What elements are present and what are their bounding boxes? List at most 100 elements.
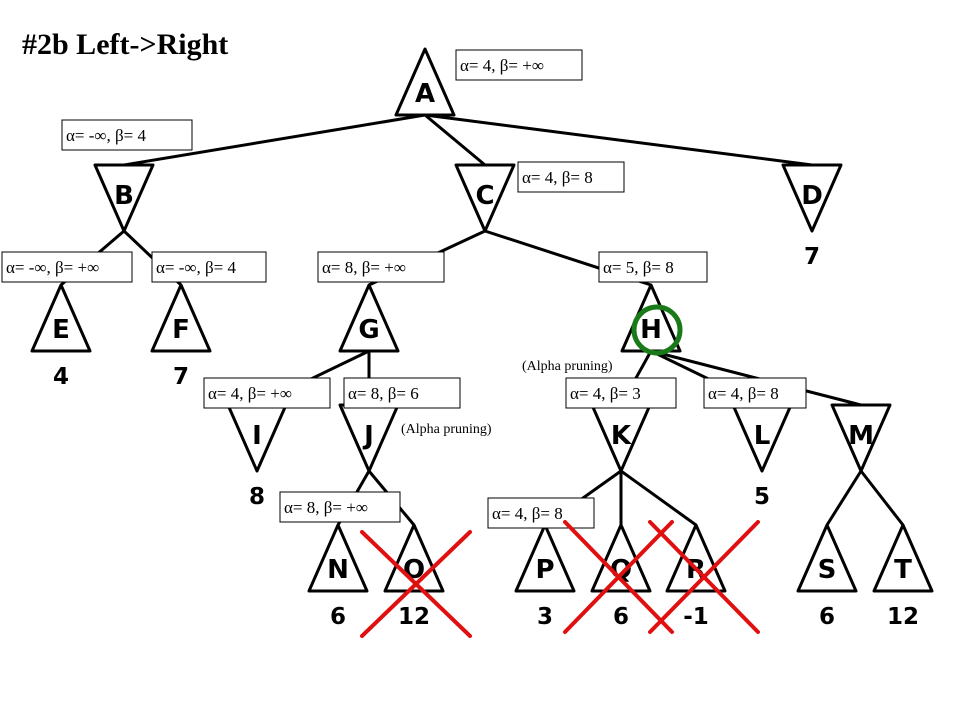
node-label: D: [801, 181, 823, 211]
leaf-value: 3: [537, 604, 553, 630]
ab-J-label: α= 8, β= 6: [343, 377, 461, 409]
label-text: α= 8, β= 6: [348, 384, 419, 403]
label-box: [317, 251, 445, 283]
label-box: [703, 377, 807, 409]
pruning-notes: (Alpha pruning)(Alpha pruning): [401, 359, 613, 437]
node-c: C: [454, 163, 516, 233]
edge-A-B: [123, 113, 426, 167]
edge-A-C: [424, 113, 486, 167]
leaf-value: 12: [887, 604, 919, 630]
leaf-value: 8: [249, 484, 265, 510]
leaf-value: 7: [804, 244, 820, 270]
label-text: α= 4, β= +∞: [460, 56, 544, 75]
node-label: L: [754, 421, 771, 451]
ab-H-label: α= 5, β= 8: [598, 251, 708, 283]
node-k: K: [590, 403, 652, 473]
ab-P-label: α= 4, β= 8: [487, 497, 595, 529]
leaf-value: 4: [53, 364, 69, 390]
leaf-value: 6: [330, 604, 346, 630]
label-box: [565, 377, 677, 409]
label-text: α= -∞, β= 4: [66, 126, 147, 145]
label-text: α= 8, β= +∞: [284, 498, 368, 517]
min-triangle: [93, 163, 155, 233]
node-label: A: [415, 79, 435, 109]
label-text: α= 4, β= +∞: [208, 384, 292, 403]
prune-cross-stroke: [648, 520, 760, 634]
label-text: α= 4, β= 3: [570, 384, 641, 403]
label-box: [455, 49, 583, 81]
edge-M-T: [859, 470, 905, 526]
leaf-value: 12: [398, 604, 430, 630]
label-box: [1, 251, 133, 283]
min-triangle: [781, 163, 843, 233]
ab-C-label: α= 4, β= 8: [517, 161, 625, 193]
label-box: [517, 161, 625, 193]
node-i: I8: [226, 403, 288, 510]
node-n: N6: [307, 523, 369, 630]
ab-A-label: α= 4, β= +∞: [455, 49, 583, 81]
label-box: [487, 497, 595, 529]
edge-A-D: [424, 113, 813, 167]
node-label: H: [640, 315, 662, 345]
ab-K-label: α= 4, β= 3: [565, 377, 677, 409]
prune-marks: [360, 520, 760, 638]
leaf-value: 5: [754, 484, 770, 510]
node-p: P3: [514, 523, 576, 630]
node-h: H: [620, 283, 682, 353]
label-text: α= -∞, β= 4: [156, 258, 237, 277]
node-label: S: [818, 555, 837, 585]
node-s: S6: [796, 523, 858, 630]
node-m: M: [830, 403, 892, 473]
node-g: G: [338, 283, 400, 353]
slide-title: #2b Left->Right: [22, 28, 229, 61]
label-text: α= 5, β= 8: [603, 258, 674, 277]
max-triangle: [150, 283, 212, 353]
node-b: B: [93, 163, 155, 233]
node-label: J: [362, 421, 374, 451]
node-label: G: [358, 315, 379, 345]
edge-K-R: [620, 469, 697, 527]
node-d: D7: [781, 163, 843, 270]
node-label: N: [327, 555, 349, 585]
ab-N-label: α= 8, β= +∞: [279, 491, 401, 523]
highlight-circle: [631, 304, 683, 356]
node-t: T 12: [872, 523, 934, 630]
label-text: α= -∞, β= +∞: [6, 258, 99, 277]
ab-E-label: α= -∞, β= +∞: [1, 251, 133, 283]
label-box: [151, 251, 267, 283]
label-text: α= 4, β= 8: [492, 504, 563, 523]
node-label: P: [535, 555, 554, 585]
node-e: E4: [30, 283, 92, 390]
node-label: I: [252, 421, 262, 451]
label-box: [279, 491, 401, 523]
node-label: K: [611, 421, 632, 451]
label-box: [343, 377, 461, 409]
max-triangle: [307, 523, 369, 593]
max-triangle: [872, 523, 934, 593]
min-triangle: [454, 163, 516, 233]
label-text: α= 4, β= 8: [522, 168, 593, 187]
leaf-value: 6: [613, 604, 629, 630]
node-l: L5: [731, 403, 793, 510]
ab-G-label: α= 8, β= +∞: [317, 251, 445, 283]
node-label: C: [475, 181, 494, 211]
label-box: [598, 251, 708, 283]
node-label: F: [172, 315, 190, 345]
prune-cross-stroke: [360, 530, 472, 638]
node-a: A: [394, 47, 456, 117]
min-triangle: [830, 403, 892, 473]
max-triangle: [796, 523, 858, 593]
max-triangle: [514, 523, 576, 593]
ab-F-label: α= -∞, β= 4: [151, 251, 267, 283]
node-label: T: [894, 555, 912, 585]
label-box: [203, 377, 331, 409]
label-text: α= 8, β= +∞: [322, 258, 406, 277]
ab-B-label: α= -∞, β= 4: [61, 119, 193, 151]
node-o: O12: [383, 523, 445, 630]
max-triangle: [665, 523, 727, 593]
node-label: M: [848, 421, 874, 451]
node-f: F7: [150, 283, 212, 390]
note-H: (Alpha pruning): [522, 359, 613, 374]
node-j: J: [338, 403, 400, 473]
